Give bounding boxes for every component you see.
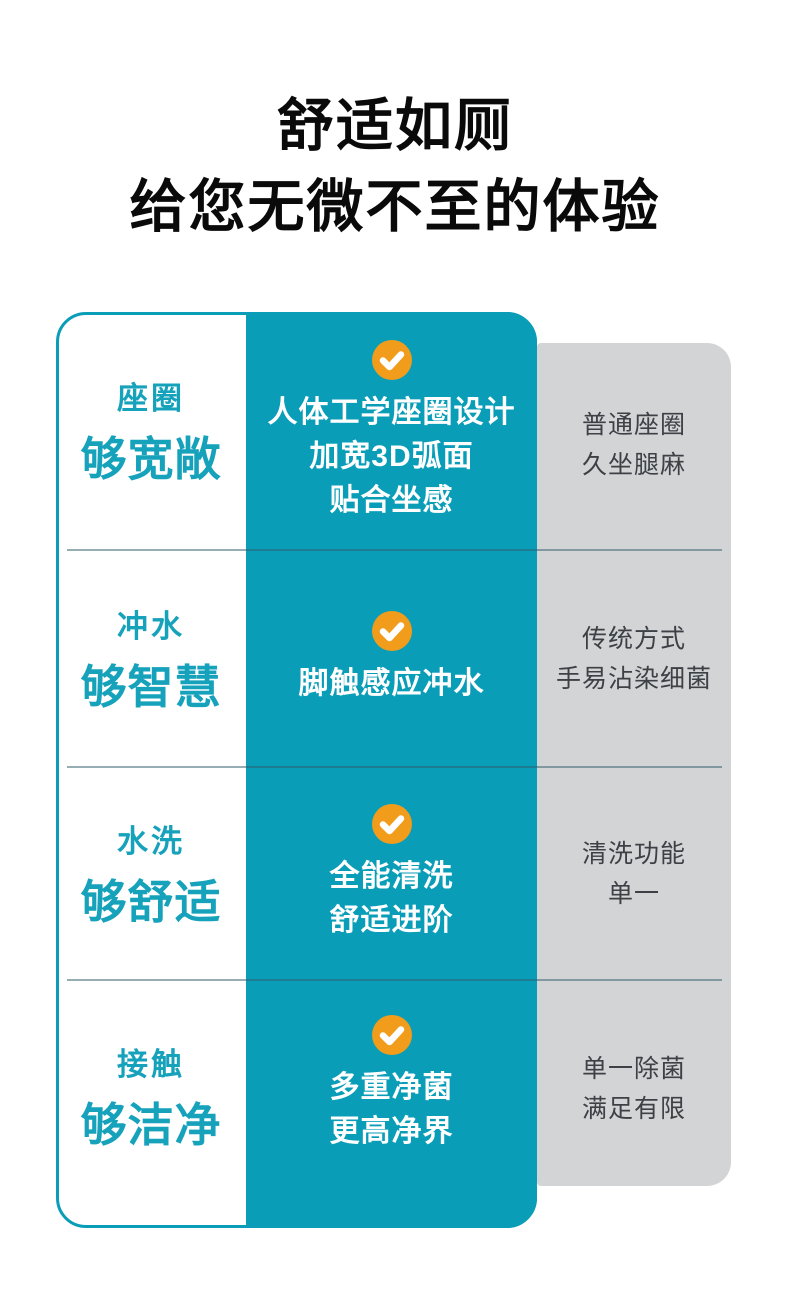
category-label-big: 够洁净 — [80, 1099, 222, 1151]
category-label-big: 够舒适 — [80, 875, 222, 928]
pros-cell: 全能清洗 舒适进阶 — [246, 767, 537, 980]
cons-panel-background — [537, 343, 731, 1186]
check-icon — [371, 1014, 412, 1055]
category-label-small: 水洗 — [117, 823, 185, 859]
category-label-small: 冲水 — [117, 608, 185, 644]
category-label-small: 接触 — [117, 1047, 185, 1082]
cons-cell: 普通座圈 久坐腿麻 — [537, 312, 731, 550]
pro-text: 全能清洗 — [329, 860, 454, 893]
pro-text: 更高净界 — [329, 1114, 454, 1148]
row-divider — [67, 979, 722, 981]
pros-column-background — [246, 312, 537, 1228]
category-cell: 座圈 够宽敞 — [56, 312, 246, 550]
check-icon — [371, 804, 412, 844]
con-text: 久坐腿麻 — [581, 451, 686, 479]
check-icon — [371, 611, 412, 651]
category-cell: 接触 够洁净 — [56, 980, 246, 1228]
pros-cell: 多重净菌 更高净界 — [246, 980, 537, 1228]
page-title: 舒适如厕 给您无微不至的体验 — [0, 86, 790, 248]
pros-cell: 人体工学座圈设计 加宽3D弧面 贴合坐感 — [246, 312, 537, 550]
cons-cell: 清洗功能 单一 — [537, 767, 731, 980]
con-text: 传统方式 — [581, 624, 686, 653]
row-divider — [67, 766, 722, 768]
table-row-wash: 水洗 够舒适 全能清洗 舒适进阶 清洗功能 单一 — [56, 767, 731, 980]
pros-cell: 脚触感应冲水 — [246, 550, 537, 767]
table-row-seat: 座圈 够宽敞 人体工学座圈设计 加宽3D弧面 贴合坐感 普通座圈 久坐腿麻 — [56, 312, 731, 550]
con-text: 单一除菌 — [581, 1055, 686, 1083]
con-text: 普通座圈 — [581, 411, 686, 439]
pro-text: 贴合坐感 — [329, 483, 454, 517]
pro-text: 人体工学座圈设计 — [267, 395, 516, 429]
category-cell: 水洗 够舒适 — [56, 767, 246, 980]
con-text: 清洗功能 — [581, 839, 686, 868]
title-line-1: 舒适如厕 — [277, 94, 513, 158]
pro-text: 舒适进阶 — [329, 904, 454, 937]
category-label-big: 够智慧 — [80, 660, 222, 713]
comparison-table: 座圈 够宽敞 人体工学座圈设计 加宽3D弧面 贴合坐感 普通座圈 久坐腿麻 冲水… — [56, 312, 731, 1228]
pro-text: 多重净菌 — [329, 1070, 454, 1104]
table-row-contact: 接触 够洁净 多重净菌 更高净界 单一除菌 满足有限 — [56, 980, 731, 1228]
pro-text: 加宽3D弧面 — [309, 439, 474, 473]
title-line-2: 给您无微不至的体验 — [129, 175, 661, 239]
con-text: 手易沾染细菌 — [555, 664, 712, 693]
con-text: 单一 — [607, 879, 660, 908]
category-cell: 冲水 够智慧 — [56, 550, 246, 767]
row-divider — [67, 549, 722, 551]
pro-text: 脚触感应冲水 — [298, 667, 485, 700]
check-icon — [371, 339, 412, 380]
cons-cell: 单一除菌 满足有限 — [537, 980, 731, 1228]
table-row-flush: 冲水 够智慧 脚触感应冲水 传统方式 手易沾染细菌 — [56, 550, 731, 767]
con-text: 满足有限 — [581, 1095, 686, 1123]
cons-cell: 传统方式 手易沾染细菌 — [537, 550, 731, 767]
category-label-small: 座圈 — [117, 381, 185, 416]
category-label-big: 够宽敞 — [80, 433, 222, 485]
